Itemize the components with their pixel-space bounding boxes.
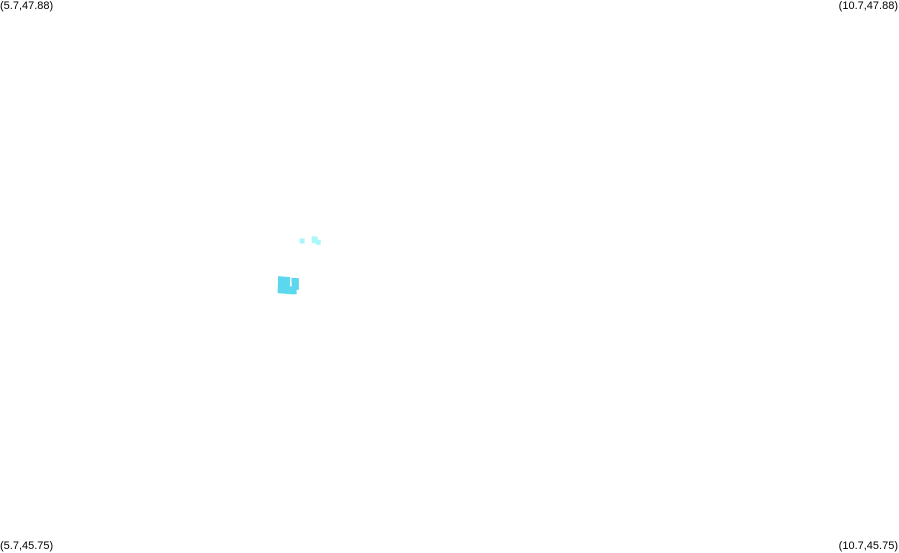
patch-light-1 — [299, 238, 305, 244]
corner-label-top-right: (10.7,47.88) — [838, 0, 898, 12]
corner-label-bottom-left: (5.7,45.75) — [0, 540, 54, 552]
patch-light-3 — [315, 239, 321, 245]
corner-label-bottom-right: (10.7,45.75) — [838, 540, 898, 552]
patch-dark-3 — [289, 286, 297, 295]
corner-label-top-left: (5.7,47.88) — [0, 0, 54, 12]
patch-dark-1 — [277, 276, 291, 295]
